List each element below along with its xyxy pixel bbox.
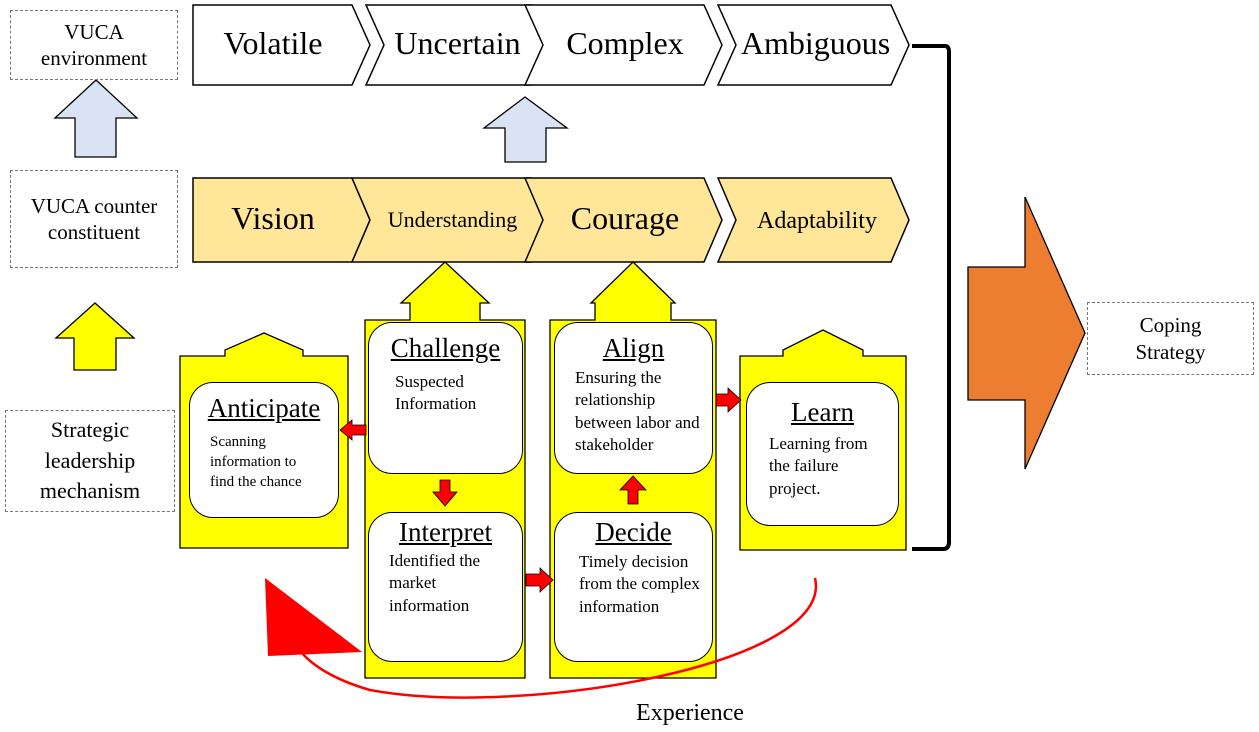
interpret-text: Identified the market information [389,551,481,615]
up-arrow-blue-center [482,96,569,163]
card-challenge: Challenge Suspected Information [368,322,523,474]
counter-label-understanding: Understanding [387,207,518,232]
vuca-label-complex: Complex [566,25,684,61]
card-learn: Learn Learning from the failure project. [746,382,899,526]
anticipate-title: Anticipate [207,393,321,423]
red-arrow-challenge-to-interpret [432,479,458,507]
up-arrow-yellow-left [54,302,136,371]
chevron-adaptability [716,177,910,263]
big-orange-arrow [967,196,1086,470]
chevron-courage [523,177,723,263]
align-text: Ensuring the relationship between labor … [575,368,700,455]
experience-label: Experience [636,700,744,726]
level-vuca-counter-label: VUCA counter constituent [30,193,158,244]
card-align: Align Ensuring the relationship between … [554,322,713,474]
decide-text: Timely decision from the complex informa… [579,552,700,616]
learn-text: Learning from the failure project. [769,434,868,498]
card-interpret: Interpret Identified the market informat… [368,512,523,662]
experience-feedback-curve [296,577,818,699]
coping-strategy-label: Coping Strategy [1135,313,1206,364]
card-anticipate: Anticipate Scanning information to find … [189,382,339,518]
level-strategic-leadership: Strategic leadership mechanism [5,410,175,512]
red-arrow-align-to-learn [715,387,742,413]
red-arrow-challenge-to-anticipate [339,419,367,441]
chevron-ambiguous [716,4,910,86]
chevron-volatile [192,4,371,86]
up-arrow-blue-left [53,79,139,158]
experience-arrowhead [265,578,362,656]
vuca-label-uncertain: Uncertain [394,25,521,61]
align-title: Align [602,333,665,363]
counter-label-adaptability: Adaptability [757,208,877,234]
challenge-title: Challenge [390,333,501,363]
counter-label-vision: Vision [231,200,315,236]
level-vuca-environment: VUCA environment [10,10,178,80]
level-vuca-counter-constituent: VUCA counter constituent [10,170,178,268]
coping-strategy-box: Coping Strategy [1087,302,1254,375]
card-decide: Decide Timely decision from the complex … [554,512,713,662]
red-arrow-interpret-to-decide [525,567,554,593]
learn-title: Learn [791,397,854,427]
right-bracket [912,44,951,551]
red-arrow-decide-to-align [619,475,647,505]
level-vuca-environment-label: VUCA environment [40,19,148,70]
challenge-text: Suspected Information [395,372,477,414]
chevron-complex [523,4,723,86]
interpret-title: Interpret [399,517,492,547]
vuca-label-volatile: Volatile [223,25,323,61]
anticipate-text: Scanning information to find the chance [210,434,302,490]
vuca-label-ambiguous: Ambiguous [740,25,891,61]
counter-label-courage: Courage [570,200,680,236]
decide-title: Decide [595,517,672,547]
level-strategic-leadership-label: Strategic leadership mechanism [39,416,141,504]
